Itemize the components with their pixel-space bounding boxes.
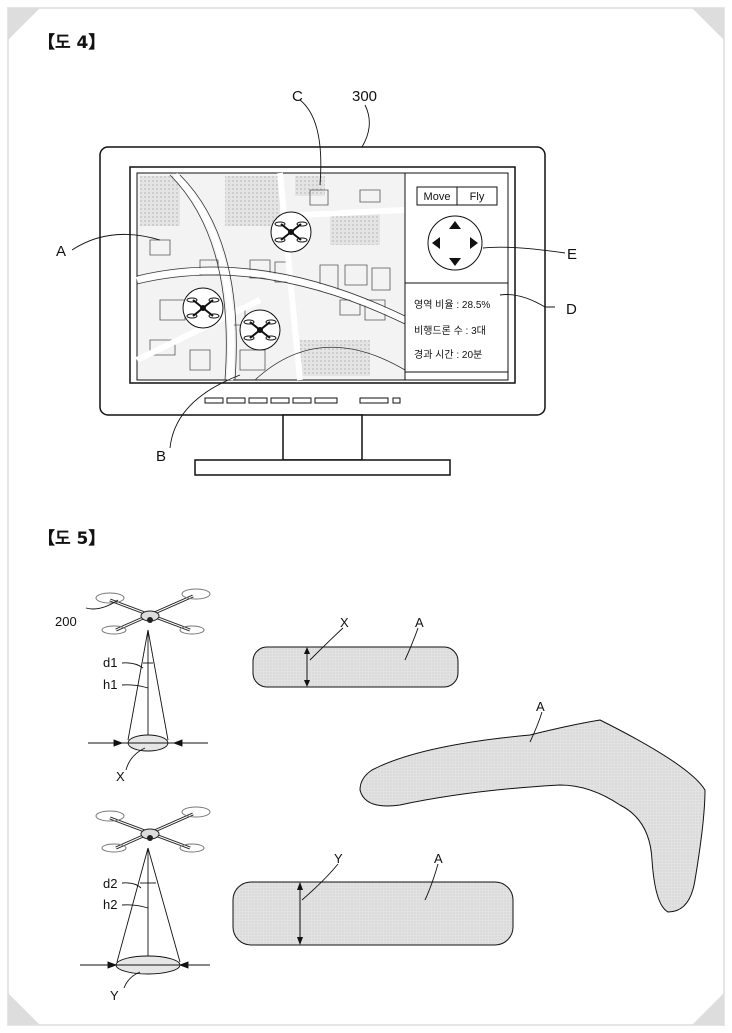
arrow-left-icon — [432, 237, 440, 249]
arrow-right-icon — [470, 237, 478, 249]
label-d2: d2 — [103, 876, 117, 891]
coverage-band-wide: Y A — [232, 851, 514, 946]
shape-label-A: A — [536, 699, 545, 714]
drone-marker — [239, 309, 281, 351]
band1-label-A: A — [415, 615, 424, 630]
flight-area-shape: A — [359, 699, 706, 913]
label-h1: h1 — [103, 677, 117, 692]
band2-label-A: A — [434, 851, 443, 866]
fly-button[interactable]: Fly — [456, 186, 498, 206]
label-Y: Y — [110, 988, 119, 1003]
leader-lines — [71, 99, 566, 449]
band2-label-Y: Y — [334, 851, 343, 866]
direction-pad[interactable] — [427, 215, 483, 271]
move-button-label: Move — [424, 191, 451, 203]
label-300: 300 — [352, 88, 377, 105]
label-C: C — [292, 88, 303, 105]
coverage-band-narrow: X A — [252, 615, 459, 688]
arrow-down-icon — [449, 258, 461, 266]
label-200: 200 — [55, 614, 77, 629]
band1-label-X: X — [340, 615, 349, 630]
label-E: E — [567, 246, 577, 263]
drone-marker — [270, 211, 312, 253]
label-D: D — [566, 301, 577, 318]
label-X: X — [116, 769, 125, 784]
label-B: B — [156, 448, 166, 465]
drone-count-text: 비행드론 수 : 3대 — [414, 325, 486, 337]
figure-5-title: 【도 5】 — [38, 529, 106, 549]
figure-4-title: 【도 4】 — [38, 33, 106, 53]
label-d1: d1 — [103, 655, 117, 670]
drone-1-diagram: 200 d1 h1 X — [55, 587, 212, 784]
fly-button-label: Fly — [470, 191, 485, 203]
label-h2: h2 — [103, 897, 117, 912]
arrow-up-icon — [449, 221, 461, 229]
city-map — [135, 172, 407, 381]
monitor-buttons — [204, 397, 401, 404]
area-ratio-text: 영역 비율 : 28.5% — [414, 299, 490, 311]
control-panel: Move Fly 영역 비율 : 28.5% 비행드론 수 : 3대 경과 시간… — [404, 172, 509, 381]
move-button[interactable]: Move — [416, 186, 458, 206]
drone-marker — [182, 287, 224, 329]
elapsed-time-text: 경과 시간 : 20분 — [414, 348, 482, 361]
label-A: A — [56, 243, 66, 260]
page-frame — [7, 7, 725, 1026]
drone-2-diagram: d2 h2 Y — [80, 805, 212, 1003]
